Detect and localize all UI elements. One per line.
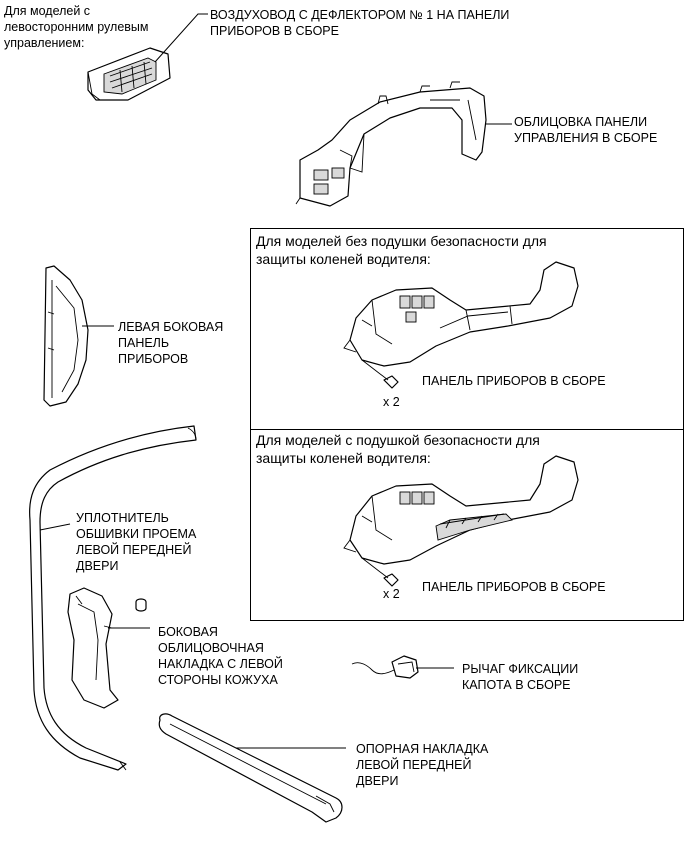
lhd-note-label: Для моделей с левосторонним рулевым упра…	[4, 4, 149, 50]
instrument-panel-part-bottom	[343, 455, 579, 565]
box-bottom-title: Для моделей с подушкой безопасности для …	[256, 432, 540, 466]
air-duct-register-part	[87, 47, 171, 101]
cowl-side-trim-part	[67, 587, 147, 709]
cluster-finish-panel-part	[295, 81, 487, 207]
hood-lever-part	[351, 655, 419, 679]
box-bottom-qty: x 2	[383, 587, 400, 601]
instrument-panel-part-top	[343, 261, 579, 367]
box-top-title: Для моделей без подушки безопасности для…	[256, 233, 547, 267]
box-top-qty: x 2	[383, 395, 400, 409]
box-top-part-label: ПАНЕЛЬ ПРИБОРОВ В СБОРЕ	[422, 374, 606, 388]
left-side-panel-part	[43, 265, 89, 407]
screw-bottom	[361, 557, 399, 587]
door-weatherstrip-leader	[39, 523, 71, 531]
box-bottom-part-label: ПАНЕЛЬ ПРИБОРОВ В СБОРЕ	[422, 580, 606, 594]
cowl-side-trim-label: БОКОВАЯ ОБЛИЦОВОЧНАЯ НАКЛАДКА С ЛЕВОЙ СТ…	[158, 625, 283, 687]
door-weatherstrip-label: УПЛОТНИТЕЛЬ ОБШИВКИ ПРОЕМА ЛЕВОЙ ПЕРЕДНЕ…	[76, 511, 197, 573]
left-side-panel-label: ЛЕВАЯ БОКОВАЯ ПАНЕЛЬ ПРИБОРОВ	[118, 320, 224, 366]
air-duct-label: ВОЗДУХОВОД С ДЕФЛЕКТОРОМ № 1 НА ПАНЕЛИ П…	[210, 8, 510, 38]
cluster-finish-label: ОБЛИЦОВКА ПАНЕЛИ УПРАВЛЕНИЯ В СБОРЕ	[514, 115, 658, 145]
scuff-plate-label: ОПОРНАЯ НАКЛАДКА ЛЕВОЙ ПЕРЕДНЕЙ ДВЕРИ	[356, 742, 489, 788]
scuff-plate-part	[158, 713, 343, 823]
variant-box-with-knee-airbag	[250, 429, 684, 621]
door-weatherstrip-part	[29, 425, 197, 771]
air-duct-leader	[154, 13, 208, 63]
hood-lever-label: РЫЧАГ ФИКСАЦИИ КАПОТА В СБОРЕ	[462, 662, 579, 692]
screw-top	[361, 359, 399, 389]
